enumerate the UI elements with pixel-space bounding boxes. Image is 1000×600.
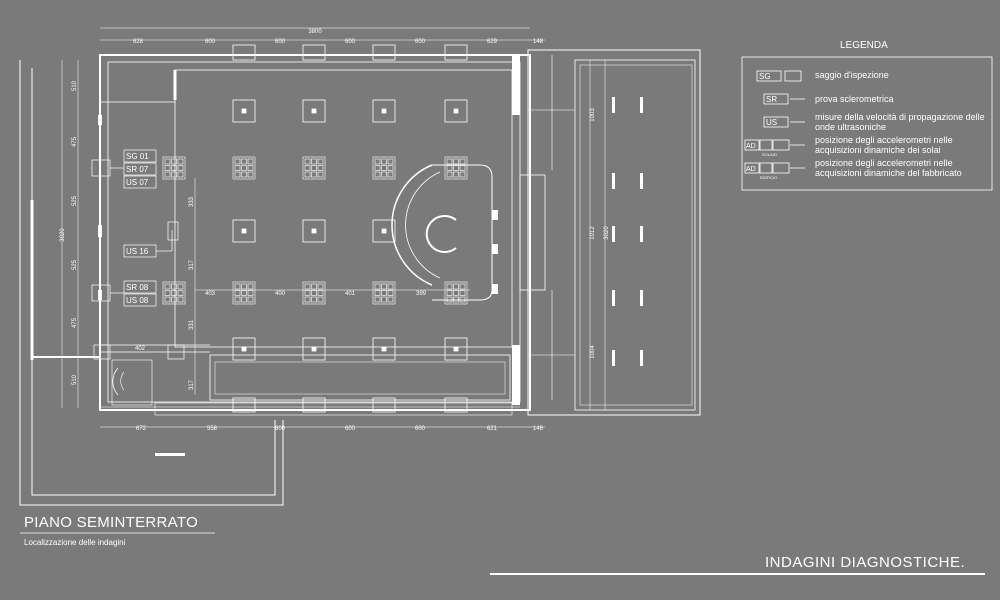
dim-left: 510 [72, 374, 78, 385]
tag-sr07: SR 07 [126, 165, 149, 174]
dim-right: 1012 [590, 226, 596, 240]
legend-title: LEGENDA [840, 40, 888, 51]
dim-right: 1003 [590, 108, 596, 122]
dim-inner-h: 402 [135, 346, 146, 352]
dim-inner-v: 333 [189, 196, 195, 207]
pier-grid [232, 44, 468, 413]
dim-left: 475 [72, 136, 78, 147]
dim-bottom: 600 [415, 426, 426, 432]
dim-inner-v: 317 [189, 379, 195, 390]
apse [391, 164, 498, 301]
tag-us08: US 08 [126, 296, 149, 305]
site-outline [19, 60, 284, 506]
dimension-texts: 3800 628 600 600 600 600 629 148 672 558… [60, 29, 610, 432]
dim-top: 148 [533, 39, 544, 45]
legend-codes: SG SR US AD AD SOLAIO EDIFICIO [746, 72, 777, 180]
dim-right-total: 3020 [604, 226, 610, 240]
tag-us07: US 07 [126, 178, 149, 187]
dim-top-total: 3800 [308, 29, 322, 35]
dim-left: 525 [72, 259, 78, 270]
right-wing-windows [155, 97, 643, 456]
legend-sub-edificio: EDIFICIO [760, 175, 777, 180]
legend-arrows [790, 98, 805, 169]
title-underlines [20, 532, 985, 575]
dim-inner-h: 403 [205, 291, 216, 297]
dim-top: 600 [275, 39, 286, 45]
dim-bottom: 621 [487, 426, 498, 432]
legend-code-ad-edificio: AD [746, 166, 756, 173]
plan-subtitle: Localizzazione delle indagini [24, 538, 126, 547]
dim-bottom: 672 [136, 426, 147, 432]
dim-top: 600 [415, 39, 426, 45]
legend-item-sclerometrica: prova sclerometrica [815, 94, 894, 104]
dim-inner-h: 399 [416, 291, 427, 297]
legend-item-accelerometri-fabbricato: posizione degli accelerometri nelle acqu… [815, 158, 962, 178]
dim-top: 628 [133, 39, 144, 45]
tag-us16: US 16 [126, 247, 149, 256]
investigation-tags [91, 149, 185, 360]
dim-left-total: 3020 [60, 228, 66, 242]
legend-box [741, 56, 993, 191]
tag-sg01: SG 01 [126, 152, 149, 161]
columns [98, 55, 520, 405]
tag-labels: SG 01 SR 07 US 07 US 16 SR 08 US 08 [126, 152, 149, 305]
dim-bottom: 148 [533, 426, 544, 432]
legend-item-accelerometri-solai: posizione degli accelerometri nelle acqu… [815, 135, 953, 155]
plan-title: PIANO SEMINTERRATO [24, 514, 199, 531]
dimension-lines [61, 27, 606, 428]
legend-code-sr: SR [766, 95, 777, 104]
legend-item-saggio: saggio d'ispezione [815, 70, 889, 80]
dim-left: 510 [72, 80, 78, 91]
right-wing [519, 49, 701, 416]
legend-code-ad-solaio: AD [746, 143, 756, 150]
dim-inner-v: 331 [189, 319, 195, 330]
legend-item-ultrasoniche: misure della velocità di propagazione de… [815, 112, 985, 132]
sheet-title: INDAGINI DIAGNOSTICHE. [765, 554, 966, 571]
dim-top: 629 [487, 39, 498, 45]
dim-right: 1004 [590, 345, 596, 359]
dim-inner-v: 317 [189, 259, 195, 270]
accelerometer-clusters [162, 156, 468, 305]
dim-left: 525 [72, 195, 78, 206]
dim-left: 475 [72, 317, 78, 328]
dim-bottom: 558 [207, 426, 218, 432]
legend-sub-solaio: SOLAIO [762, 152, 777, 157]
dim-bottom: 600 [345, 426, 356, 432]
dim-bottom: 600 [275, 426, 286, 432]
dim-top: 600 [205, 39, 216, 45]
dim-top: 600 [345, 39, 356, 45]
legend-code-us: US [766, 118, 777, 127]
tag-sr08: SR 08 [126, 283, 149, 292]
dim-inner-h: 401 [345, 291, 356, 297]
dim-inner-h: 400 [275, 291, 286, 297]
legend-code-sg: SG [759, 72, 771, 81]
